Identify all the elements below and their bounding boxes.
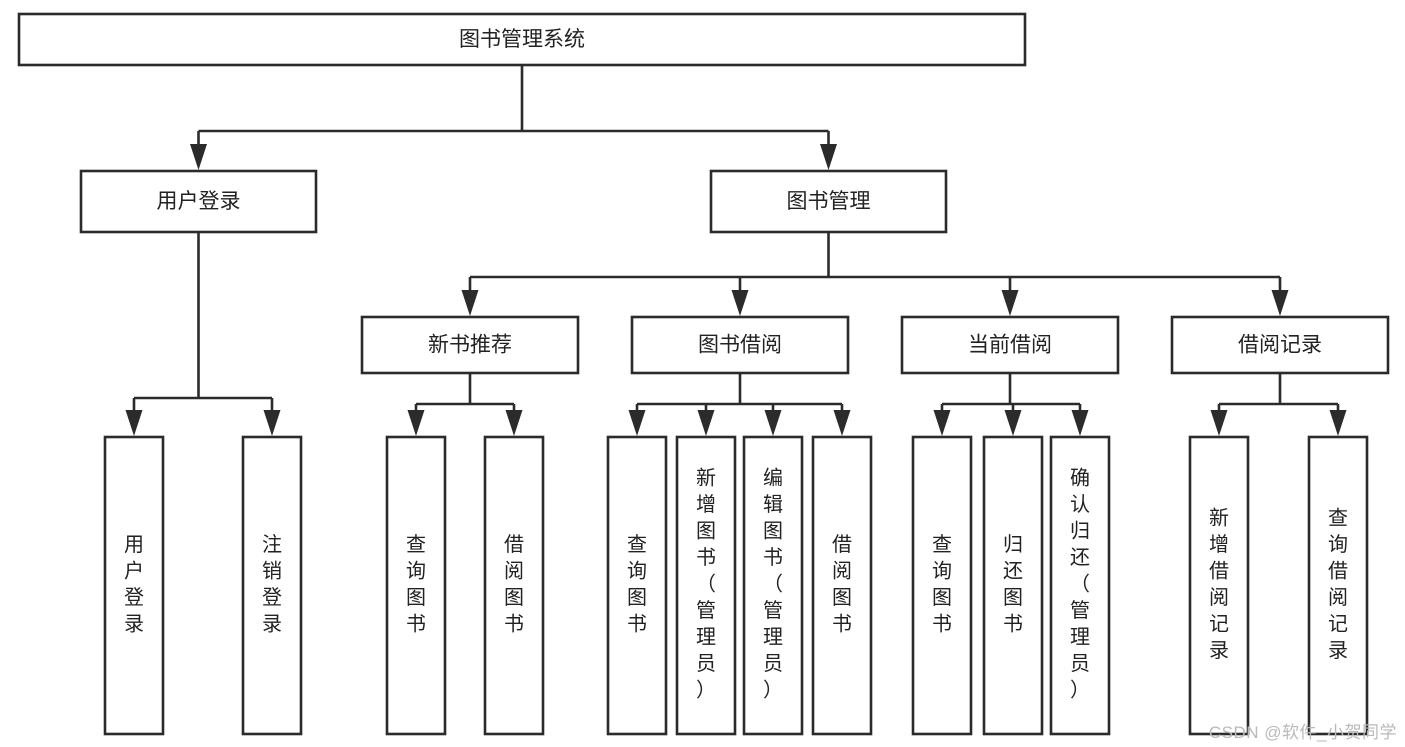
connector-group-book_manage <box>461 232 1289 316</box>
node-leaf_query_book_b[interactable]: 查询图书 <box>606 435 668 736</box>
node-box-leaf_return_book <box>982 435 1044 736</box>
node-leaf_edit_book[interactable]: 编辑图书（管理员） <box>742 435 804 736</box>
node-user_login[interactable]: 用户登录 <box>79 169 318 234</box>
node-book_manage[interactable]: 图书管理 <box>709 169 948 234</box>
arrow-head-icon <box>820 144 837 170</box>
connector-group-root <box>190 65 837 170</box>
node-box-new_book_rec <box>360 315 580 375</box>
node-box-leaf_add_book <box>675 435 737 736</box>
node-leaf_borrow_book_b[interactable]: 借阅图书 <box>811 435 873 736</box>
node-layer: 图书管理系统用户登录图书管理新书推荐图书借阅当前借阅借阅记录用户登录注销登录查询… <box>17 12 1390 736</box>
node-label-leaf_query_book_b: 查询图书 <box>627 533 647 636</box>
node-box-leaf_borrow_book_b <box>811 435 873 736</box>
arrow-head-icon <box>1001 290 1019 316</box>
node-label-new_book_rec: 新书推荐 <box>428 334 512 357</box>
node-box-leaf_query_book_a <box>385 435 447 736</box>
node-label-leaf_add_book: 新增图书（管理员） <box>696 467 716 702</box>
arrow-head-icon <box>407 410 425 436</box>
node-box-leaf_logout <box>241 435 303 736</box>
connector-group-book_borrow <box>628 373 851 436</box>
arrow-head-icon <box>1071 410 1089 436</box>
node-label-leaf_add_record: 新增借阅记录 <box>1209 507 1229 663</box>
arrow-head-icon <box>628 410 646 436</box>
node-label-user_login: 用户登录 <box>157 190 241 213</box>
node-label-root: 图书管理系统 <box>459 28 585 51</box>
arrow-head-icon <box>1210 410 1228 436</box>
node-label-leaf_borrow_book_b: 借阅图书 <box>832 533 852 636</box>
arrow-head-icon <box>505 410 523 436</box>
connector-group-user_login <box>125 232 281 436</box>
node-box-leaf_confirm_return <box>1049 435 1111 736</box>
node-leaf_query_book_c[interactable]: 查询图书 <box>911 435 973 736</box>
node-leaf_borrow_book_a[interactable]: 借阅图书 <box>483 435 545 736</box>
node-label-leaf_query_book_a: 查询图书 <box>406 533 426 636</box>
node-book_borrow[interactable]: 图书借阅 <box>630 315 850 375</box>
arrow-head-icon <box>125 410 143 436</box>
node-box-leaf_borrow_book_a <box>483 435 545 736</box>
arrow-head-icon <box>1329 410 1347 436</box>
arrow-head-icon <box>731 290 749 316</box>
node-label-leaf_user_login: 用户登录 <box>124 534 144 636</box>
node-label-borrow_record: 借阅记录 <box>1238 334 1322 357</box>
arrow-head-icon <box>833 410 851 436</box>
node-box-leaf_query_record <box>1307 435 1369 736</box>
node-label-leaf_edit_book: 编辑图书（管理员） <box>763 467 783 702</box>
node-label-book_manage: 图书管理 <box>787 190 871 213</box>
node-label-leaf_borrow_book_a: 借阅图书 <box>504 533 524 636</box>
node-label-leaf_query_record: 查询借阅记录 <box>1328 507 1348 663</box>
arrow-head-icon <box>461 290 479 316</box>
node-box-root <box>17 12 1027 67</box>
node-label-current_borrow: 当前借阅 <box>968 334 1052 357</box>
node-box-leaf_add_record <box>1188 435 1250 736</box>
node-box-borrow_record <box>1170 315 1390 375</box>
node-current_borrow[interactable]: 当前借阅 <box>900 315 1120 375</box>
connector-group-current_borrow <box>933 373 1089 436</box>
node-leaf_confirm_return[interactable]: 确认归还（管理员） <box>1049 435 1111 736</box>
arrow-head-icon <box>1004 410 1022 436</box>
node-box-leaf_query_book_b <box>606 435 668 736</box>
node-box-leaf_edit_book <box>742 435 804 736</box>
node-box-current_borrow <box>900 315 1120 375</box>
node-leaf_logout[interactable]: 注销登录 <box>241 435 303 736</box>
node-label-leaf_logout: 注销登录 <box>262 533 282 636</box>
arrow-head-icon <box>263 410 281 436</box>
node-label-leaf_return_book: 归还图书 <box>1003 533 1023 636</box>
arrow-head-icon <box>764 410 782 436</box>
arrow-head-icon <box>1271 290 1289 316</box>
connector-layer <box>125 65 1347 436</box>
node-leaf_query_record[interactable]: 查询借阅记录 <box>1307 435 1369 736</box>
node-borrow_record[interactable]: 借阅记录 <box>1170 315 1390 375</box>
node-box-book_manage <box>709 169 948 234</box>
node-box-user_login <box>79 169 318 234</box>
node-box-leaf_query_book_c <box>911 435 973 736</box>
node-new_book_rec[interactable]: 新书推荐 <box>360 315 580 375</box>
node-label-book_borrow: 图书借阅 <box>698 334 782 357</box>
node-root[interactable]: 图书管理系统 <box>17 12 1027 67</box>
node-leaf_query_book_a[interactable]: 查询图书 <box>385 435 447 736</box>
node-leaf_user_login[interactable]: 用户登录 <box>103 435 165 736</box>
node-box-leaf_user_login <box>103 435 165 736</box>
node-leaf_return_book[interactable]: 归还图书 <box>982 435 1044 736</box>
node-leaf_add_book[interactable]: 新增图书（管理员） <box>675 435 737 736</box>
node-label-leaf_query_book_c: 查询图书 <box>932 533 952 636</box>
node-leaf_add_record[interactable]: 新增借阅记录 <box>1188 435 1250 736</box>
node-label-leaf_confirm_return: 确认归还（管理员） <box>1070 467 1090 702</box>
connector-group-borrow_record <box>1210 373 1347 436</box>
node-box-book_borrow <box>630 315 850 375</box>
arrow-head-icon <box>933 410 951 436</box>
arrow-head-icon <box>697 410 715 436</box>
connector-group-new_book_rec <box>407 373 523 436</box>
arrow-head-icon <box>190 144 207 170</box>
